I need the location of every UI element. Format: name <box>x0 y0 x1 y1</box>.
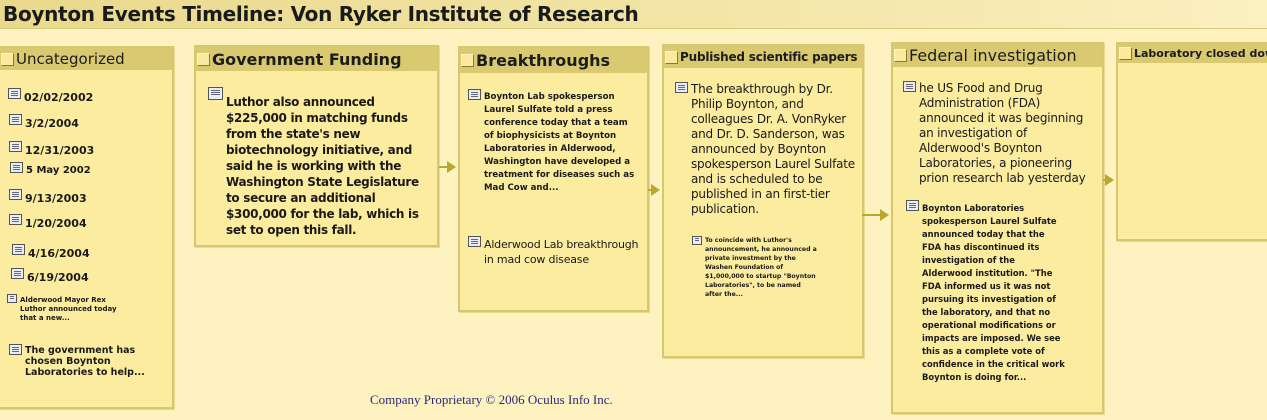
note-icon <box>468 89 481 100</box>
panel-breakthroughs: Breakthroughs Boynton Lab spokesperson L… <box>458 46 649 312</box>
panel-header: Federal investigation <box>893 44 1102 67</box>
note-icon <box>9 189 22 200</box>
note-icon <box>906 200 919 211</box>
panel-header: Laboratory closed down <box>1118 44 1267 63</box>
checkbox[interactable] <box>665 50 678 64</box>
checkbox[interactable] <box>197 52 210 66</box>
connector-arrow <box>648 184 660 196</box>
event-item[interactable]: 6/19/2004 <box>11 268 89 284</box>
event-item[interactable]: Boynton Laboratories spokesperson Laurel… <box>906 200 1066 384</box>
event-item[interactable]: Boynton Lab spokesperson Laurel Sulfate … <box>468 89 638 195</box>
panel-header: Uncategorized <box>0 48 172 70</box>
note-icon <box>9 141 22 152</box>
panel-header: Government Funding <box>196 47 437 71</box>
note-icon <box>12 244 25 255</box>
page-title: Boynton Events Timeline: Von Ryker Insti… <box>3 2 639 26</box>
note-icon <box>675 82 688 93</box>
event-item[interactable]: Alderwood Lab breakthrough in mad cow di… <box>468 236 648 267</box>
note-icon <box>11 268 24 279</box>
panel-uncategorized: Uncategorized 02/02/2002 3/2/2004 12/31/… <box>0 46 174 409</box>
checkbox[interactable] <box>461 54 474 67</box>
panel-header: Published scientific papers <box>664 46 862 68</box>
event-item[interactable]: 02/02/2002 <box>8 88 93 104</box>
note-icon <box>8 88 21 99</box>
event-item[interactable]: he US Food and Drug Administration (FDA)… <box>903 81 1099 186</box>
note-icon <box>692 236 702 245</box>
panel-title: Published scientific papers <box>680 50 858 64</box>
connector-arrow <box>1103 174 1114 186</box>
panel-federal-investigation: Federal investigation he US Food and Dru… <box>891 42 1104 414</box>
note-icon <box>10 162 23 173</box>
note-icon <box>9 114 22 125</box>
connector-arrow <box>439 161 456 173</box>
event-item[interactable]: 1/20/2004 <box>9 214 87 230</box>
event-item[interactable]: Alderwood Mayor Rex Luthor announced tod… <box>7 294 117 323</box>
note-icon <box>9 344 22 355</box>
note-icon <box>9 214 22 225</box>
note-icon <box>7 294 17 303</box>
panel-title: Breakthroughs <box>476 51 611 70</box>
event-item[interactable]: 12/31/2003 <box>9 141 94 157</box>
event-item[interactable]: 9/13/2003 <box>9 189 87 205</box>
event-item[interactable]: The government has chosen Boynton Labora… <box>9 344 149 378</box>
event-item[interactable]: 4/16/2004 <box>12 244 90 260</box>
event-item[interactable]: The breakthrough by Dr. Philip Boynton, … <box>675 82 857 217</box>
checkbox[interactable] <box>1119 47 1132 60</box>
footer-copyright: Company Proprietary © 2006 Oculus Info I… <box>370 392 613 407</box>
event-item[interactable]: 3/2/2004 <box>9 114 79 130</box>
note-icon <box>903 81 916 92</box>
note-icon <box>208 87 223 100</box>
connector-arrow <box>862 209 889 221</box>
panel-title: Laboratory closed down <box>1134 47 1267 60</box>
event-item[interactable]: Luthor also announced $225,000 in matchi… <box>208 87 432 238</box>
title-bar: Boynton Events Timeline: Von Ryker Insti… <box>0 0 1267 29</box>
panel-title: Government Funding <box>212 49 402 69</box>
panel-title: Uncategorized <box>16 50 125 68</box>
checkbox[interactable] <box>1 52 14 66</box>
panel-laboratory-closed: Laboratory closed down <box>1116 42 1267 241</box>
event-item[interactable]: 5 May 2002 <box>10 162 91 176</box>
panel-published-papers: Published scientific papers The breakthr… <box>662 44 864 358</box>
panel-government-funding: Government Funding Luthor also announced… <box>194 45 439 247</box>
event-item[interactable]: To coincide with Luthor's announcement, … <box>692 236 817 299</box>
checkbox[interactable] <box>894 49 907 62</box>
note-icon <box>468 236 481 247</box>
panel-header: Breakthroughs <box>460 48 647 73</box>
panel-title: Federal investigation <box>909 46 1077 65</box>
